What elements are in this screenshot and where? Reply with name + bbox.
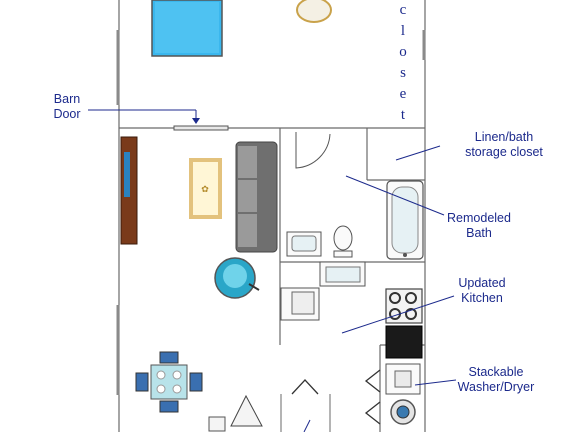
rug <box>189 158 222 219</box>
plate-1 <box>156 370 166 380</box>
burner-1 <box>389 292 401 304</box>
windows <box>116 30 426 395</box>
dining-chair-bottom <box>159 400 179 413</box>
rug-pattern: ✿ <box>201 185 209 195</box>
plate-2 <box>172 370 182 380</box>
linen-closet-label: Linen/bath storage closet <box>465 130 543 159</box>
bath-door-swing <box>295 132 331 169</box>
closet-letter-4: s <box>400 65 406 81</box>
closet-letter-2: l <box>400 23 406 39</box>
closet-label: c l o s e t <box>392 0 414 126</box>
closet-letter-5: e <box>399 86 407 102</box>
armchair-seat <box>223 264 247 288</box>
dining-table <box>150 364 188 400</box>
dryer-door <box>396 405 410 419</box>
sofa-seat-1 <box>238 146 257 178</box>
bed-blanket <box>155 2 219 53</box>
laundry-door-2 <box>364 401 381 425</box>
entry-door-arc <box>291 379 319 395</box>
barn-door-arrow <box>192 118 200 124</box>
plate-4 <box>172 384 182 394</box>
armchair-leg <box>248 283 260 291</box>
closet-letter-1: c <box>399 2 407 18</box>
toilet-top <box>296 0 332 23</box>
closet-letter-3: o <box>399 44 407 60</box>
burner-2 <box>405 292 417 304</box>
stackable-washer-dryer-label: Stackable Washer/Dryer <box>457 365 535 394</box>
laundry-door-1 <box>364 369 381 393</box>
bath-toilet <box>333 225 353 251</box>
closet-letter-6: t <box>400 107 406 123</box>
bath-sink <box>291 235 317 252</box>
washer-panel <box>394 370 412 388</box>
dishwasher <box>291 291 315 315</box>
sofa-seat-2 <box>238 180 257 212</box>
remodeled-bath-label: Remodeled Bath <box>447 211 511 240</box>
sofa-seat-3 <box>238 214 257 247</box>
refrigerator <box>385 325 423 359</box>
tv <box>124 152 130 197</box>
bathtub-basin <box>391 186 419 254</box>
bathtub-drain <box>403 253 407 257</box>
burner-4 <box>405 308 417 320</box>
side-radiator <box>208 416 226 432</box>
kitchen-sink <box>325 266 361 283</box>
barn-door-label: Barn Door <box>53 92 81 121</box>
barn-door <box>173 125 229 131</box>
dining-chair-top <box>159 351 179 364</box>
bath-toilet-tank <box>333 250 353 258</box>
dining-chair-left <box>135 372 149 392</box>
desk-lamp <box>230 394 263 427</box>
plate-3 <box>156 384 166 394</box>
updated-kitchen-label: Updated Kitchen <box>458 276 506 305</box>
dining-chair-right <box>189 372 203 392</box>
